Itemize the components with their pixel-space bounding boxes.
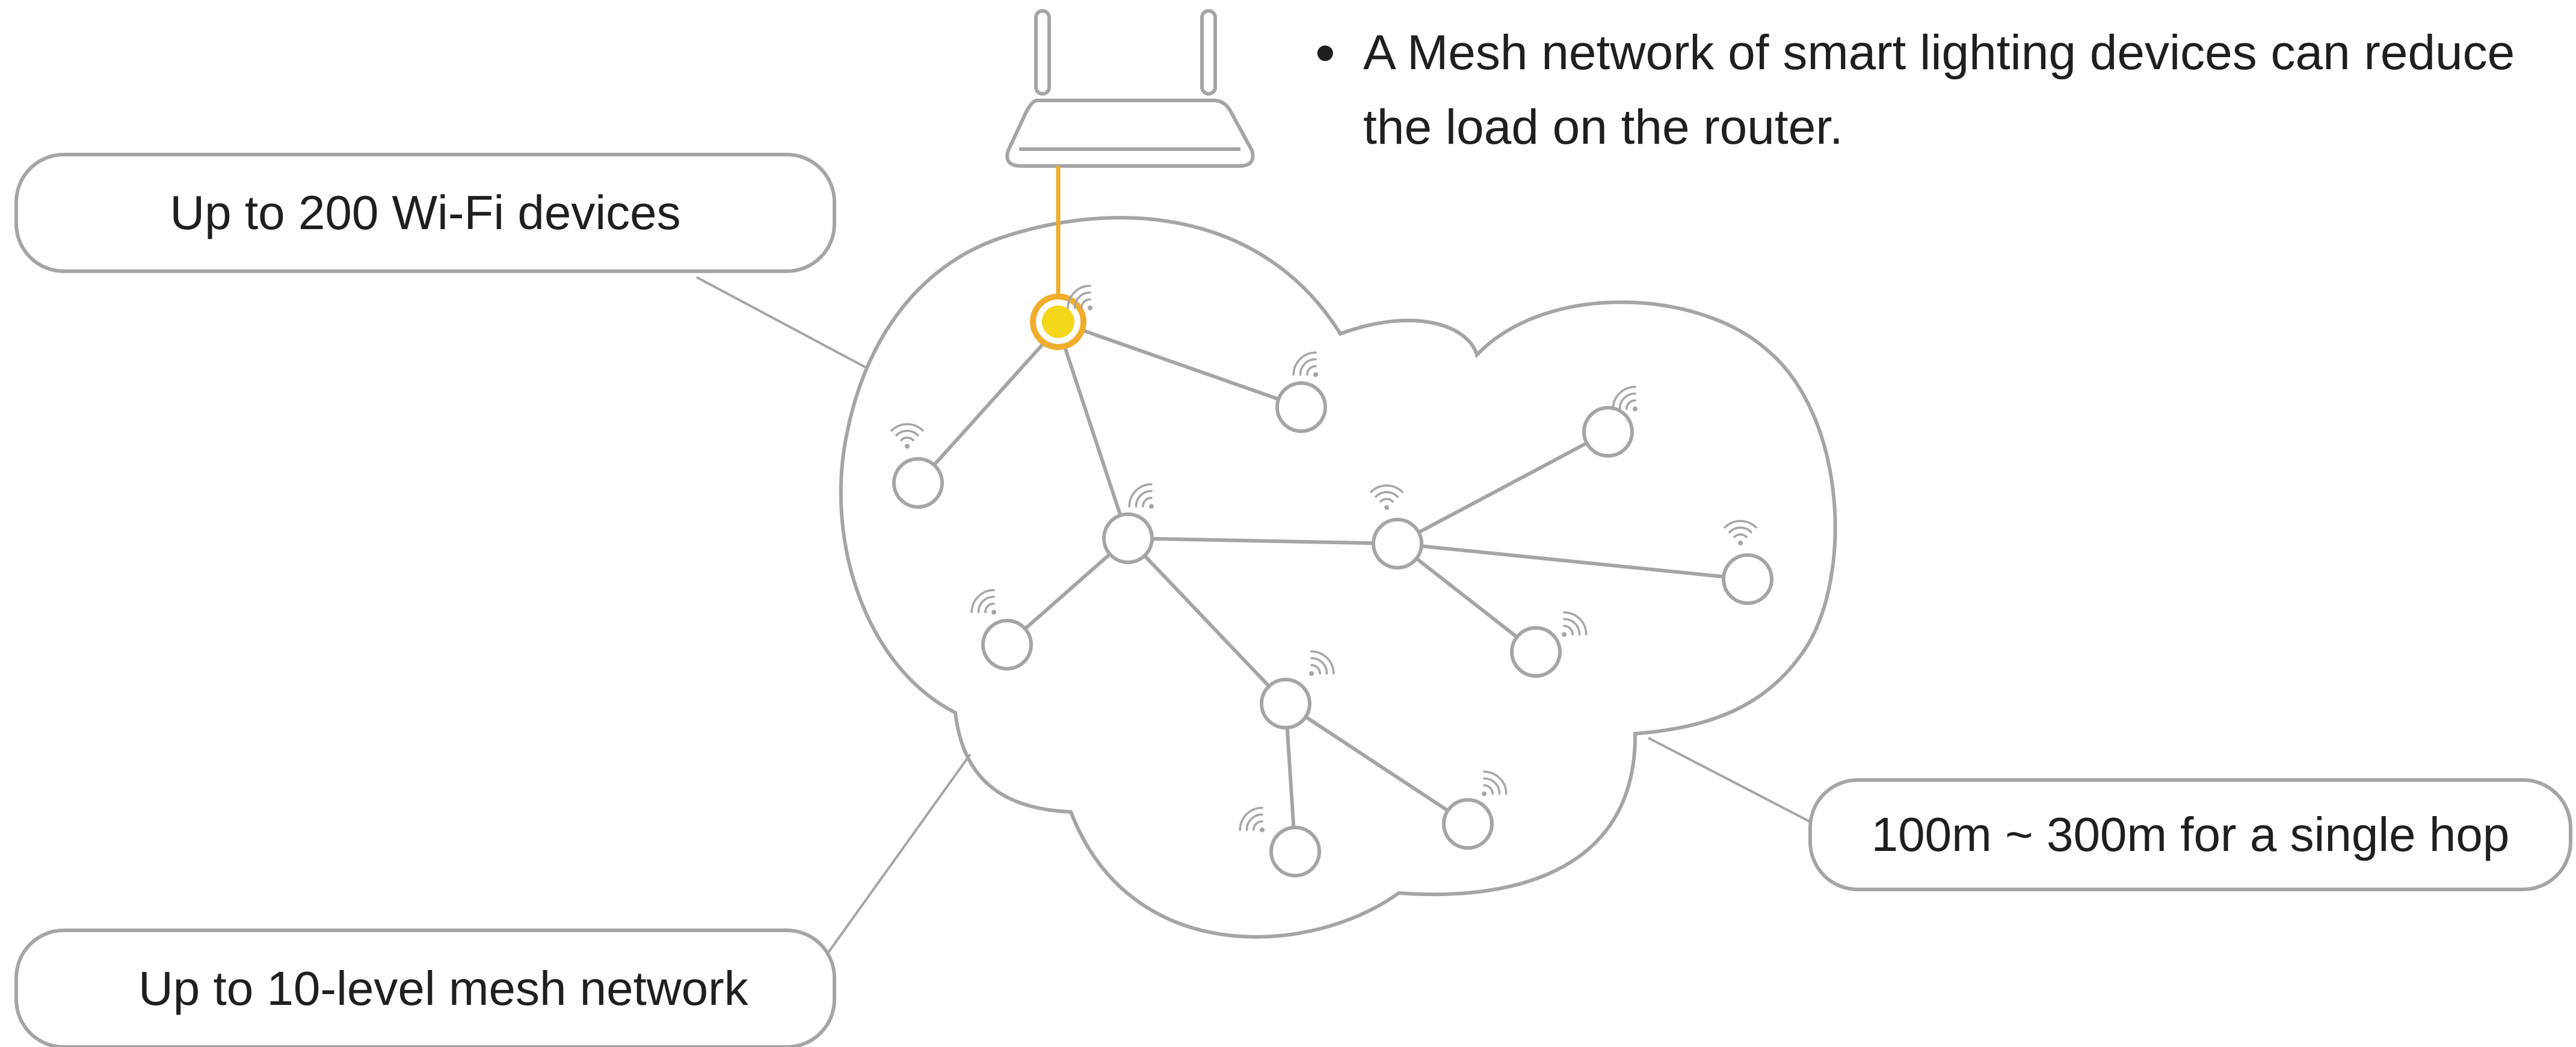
wifi-signal-icon bbox=[1612, 385, 1638, 411]
leader-line-mesh bbox=[827, 753, 972, 954]
wifi-signal-icon bbox=[1292, 351, 1318, 377]
wifi-signal-icon bbox=[1562, 611, 1588, 637]
callout-wifi-devices-text: Up to 200 Wi-Fi devices bbox=[170, 186, 681, 239]
mesh-links bbox=[916, 320, 1748, 852]
wifi-signal-icon bbox=[1724, 520, 1757, 545]
light-node-icon bbox=[1275, 381, 1327, 433]
router-antenna-right bbox=[1200, 9, 1217, 96]
gateway-core bbox=[1042, 306, 1074, 338]
callout-wifi-devices: Up to 200 Wi-Fi devices bbox=[14, 153, 836, 273]
mesh-link bbox=[1396, 542, 1537, 654]
light-node-icon bbox=[1722, 553, 1773, 605]
mesh-link bbox=[1006, 536, 1129, 646]
mesh-link bbox=[1127, 536, 1398, 545]
mesh-link bbox=[916, 338, 1049, 485]
mesh-link bbox=[1126, 536, 1287, 705]
router-antenna-left bbox=[1034, 9, 1051, 96]
wifi-signal-icon bbox=[1482, 770, 1508, 796]
wifi-signal-icon bbox=[1309, 650, 1335, 676]
light-node-icon bbox=[1102, 512, 1154, 564]
light-node-icon bbox=[1269, 826, 1321, 877]
mesh-link bbox=[1284, 702, 1469, 826]
leader-line-hop bbox=[1648, 737, 1810, 823]
light-node-icon bbox=[1582, 406, 1634, 458]
callout-mesh-levels: Up to 10-level mesh network bbox=[14, 929, 836, 1047]
wifi-signal-icon bbox=[1067, 284, 1092, 310]
wifi-signal-icon bbox=[970, 589, 996, 615]
wifi-signal-icon bbox=[1370, 484, 1404, 510]
mesh-link bbox=[1396, 430, 1609, 545]
wifi-signal-icon bbox=[890, 423, 924, 449]
wifi-signals bbox=[890, 284, 1757, 832]
callout-mesh-levels-text: Up to 10-level mesh network bbox=[138, 962, 748, 1015]
light-node-icon bbox=[1372, 518, 1423, 570]
wifi-signal-icon bbox=[1239, 806, 1265, 832]
mesh-link bbox=[1397, 542, 1748, 581]
callout-single-hop: 100m ~ 300m for a single hop bbox=[1808, 778, 2572, 891]
light-node-icon bbox=[1442, 798, 1494, 850]
gateway-node-icon bbox=[1030, 293, 1086, 350]
bullet-note-text: A Mesh network of smart lighting devices… bbox=[1363, 25, 2515, 155]
bullet-note: • A Mesh network of smart lighting devic… bbox=[1311, 16, 2569, 165]
mesh-link bbox=[1061, 341, 1130, 539]
light-node-icon bbox=[981, 619, 1033, 671]
wifi-signal-icon bbox=[1128, 483, 1154, 509]
light-node-icon bbox=[892, 457, 944, 509]
router-body bbox=[1005, 99, 1255, 168]
callout-single-hop-text: 100m ~ 300m for a single hop bbox=[1871, 808, 2510, 861]
mesh-link bbox=[1058, 320, 1302, 409]
light-node-icon bbox=[1260, 678, 1311, 729]
cloud-outline bbox=[839, 216, 1837, 939]
router-icon bbox=[1005, 9, 1255, 168]
mesh-nodes bbox=[892, 381, 1773, 877]
bullet-point-icon: • bbox=[1315, 20, 1336, 85]
leader-line-wifi bbox=[696, 276, 869, 370]
light-node-icon bbox=[1510, 626, 1562, 678]
